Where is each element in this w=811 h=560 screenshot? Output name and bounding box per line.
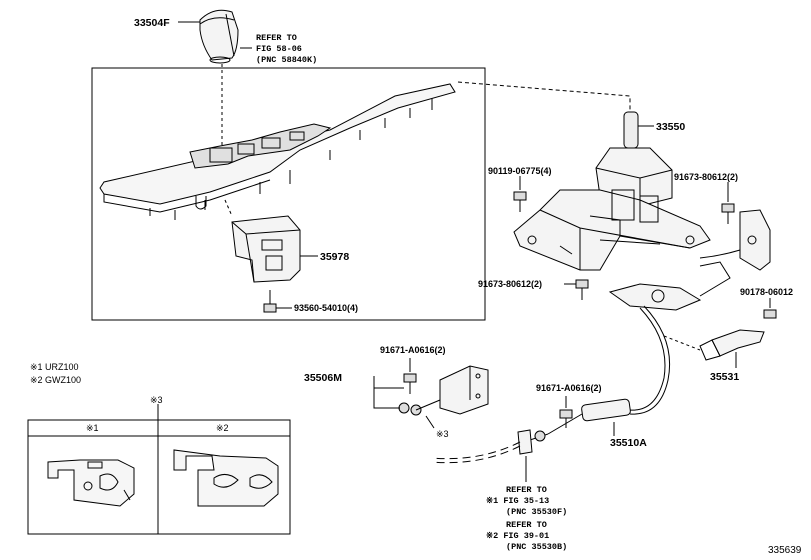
ref2-line1: REFER TO — [506, 485, 547, 495]
dash-lever — [457, 81, 631, 136]
bolt-90178-drawing — [763, 309, 777, 319]
label-90119: 90119-06775(4) — [488, 166, 552, 176]
ref2-line3: (PNC 35530F) — [506, 507, 567, 517]
label-93560: 93560-54010(4) — [294, 303, 358, 313]
label-33504F: 33504F — [134, 17, 170, 29]
dash-35531 — [663, 335, 701, 351]
ref1-line1: REFER TO — [256, 33, 297, 43]
callout-mark3: ※3 — [436, 429, 449, 439]
ref2-line2: ※1 FIG 35-13 — [486, 496, 549, 506]
shift-cable-drawing — [431, 305, 671, 464]
label-91673-lower: 91673-80612(2) — [478, 279, 542, 289]
bolt-91673-right-drawing — [721, 203, 735, 224]
label-91671-left: 91671-A0616(2) — [380, 345, 446, 355]
label-35531: 35531 — [710, 371, 739, 383]
ref3-line2: ※2 FIG 39-01 — [486, 531, 549, 541]
ref1-line2: FIG 58-06 — [256, 44, 302, 54]
label-91671-right: 91671-A0616(2) — [536, 383, 602, 393]
bolt-91671-left-drawing — [403, 373, 417, 394]
bolt-90119-drawing — [513, 191, 527, 212]
switch-35978-drawing — [231, 215, 301, 283]
note-gwz100: ※2 GWZ100 — [30, 375, 81, 385]
leader-mark3 — [425, 415, 435, 429]
console-group-frame — [91, 67, 486, 321]
ref1-line3: (PNC 58840K) — [256, 55, 317, 65]
inset-col2: ※2 — [216, 423, 229, 433]
label-90178: 90178-06012 — [740, 287, 793, 297]
label-35506M: 35506M — [304, 372, 342, 384]
inset-frame — [27, 419, 291, 535]
ref3-line3: (PNC 35530B) — [506, 542, 567, 552]
label-35510A: 35510A — [610, 437, 647, 449]
note-urz100: ※1 URZ100 — [30, 362, 79, 372]
dash-switch — [224, 199, 233, 217]
inset-bracket-gwz-drawing — [173, 449, 279, 507]
label-91673-right: 91673-80612(2) — [674, 172, 738, 182]
label-33550: 33550 — [656, 121, 685, 133]
ref3-line1: REFER TO — [506, 520, 547, 530]
bracket-35506M-drawing — [398, 365, 489, 416]
inset-col1: ※1 — [86, 423, 99, 433]
shift-lever-assembly-drawing — [513, 111, 711, 271]
console-panel-drawing — [99, 83, 456, 220]
bracket-right-drawing — [699, 209, 771, 271]
bolt-91673-lower-drawing — [575, 279, 589, 300]
bolt-93560-drawing — [263, 290, 277, 313]
inset-bracket-urz-drawing — [47, 459, 135, 507]
leader-35506M — [373, 376, 404, 409]
bracket-35531-drawing — [699, 329, 765, 361]
diagram-id: 335639 — [768, 545, 802, 556]
inset-mark: ※3 — [150, 395, 163, 405]
label-35978: 35978 — [320, 251, 349, 263]
linkage-bracket-drawing — [608, 261, 731, 311]
shift-knob-drawing — [199, 9, 239, 64]
bolt-91671-right-drawing — [559, 409, 573, 428]
